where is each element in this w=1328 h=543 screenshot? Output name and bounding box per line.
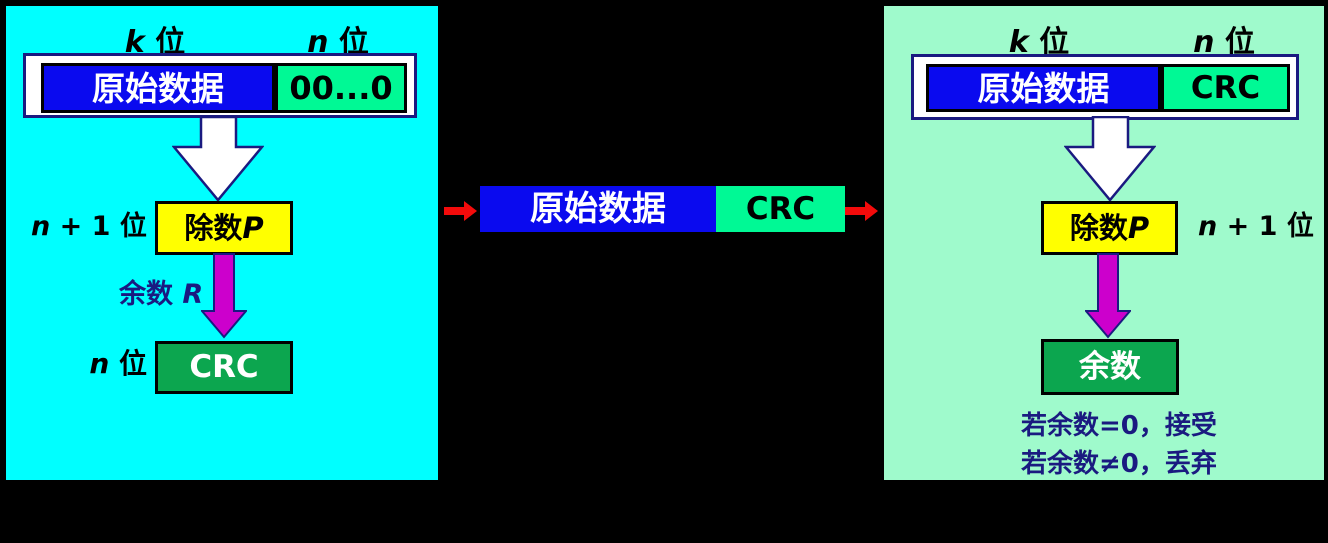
receiver-accept-note: 若余数=0，接受 (1021, 411, 1217, 441)
receiver-remainder-box: 余数 (1041, 339, 1179, 395)
sender-crc-result-box: CRC (155, 341, 293, 394)
receiver-n-bits-label: n 位 (1193, 25, 1255, 60)
sender-down-arrow (172, 116, 264, 202)
sender-n-plus-1-bits-label: n + 1 位 (31, 211, 147, 242)
channel-left-arrow (444, 201, 477, 221)
sender-divisor-box: 除数 P (155, 201, 293, 255)
receiver-k-bits-label: k 位 (1008, 25, 1070, 60)
sender-panel: k 位 n 位 原始数据 00...0 n + 1 位 除数 P 余数 R CR… (2, 2, 442, 484)
receiver-panel: k 位 n 位 原始数据 CRC 除数 P n + 1 位 余数 若余数=0，接… (880, 2, 1328, 484)
sender-remainder-label: 余数 R (119, 279, 204, 310)
sender-crc-n-bits-label: n 位 (89, 347, 147, 380)
receiver-remainder-arrow (1085, 253, 1131, 339)
receiver-down-arrow (1064, 116, 1156, 202)
sender-remainder-arrow (201, 253, 247, 339)
receiver-divisor-box: 除数 P (1041, 201, 1178, 255)
channel-right-arrow (845, 201, 878, 221)
receiver-discard-note: 若余数≠0，丢弃 (1021, 449, 1217, 479)
channel-original-data-box: 原始数据 (480, 186, 716, 232)
receiver-crc-box: CRC (1161, 64, 1290, 112)
receiver-n-plus-1-bits-label: n + 1 位 (1198, 211, 1314, 242)
receiver-original-data-box: 原始数据 (926, 64, 1161, 112)
sender-original-data-box: 原始数据 (41, 63, 275, 113)
channel-crc-box: CRC (716, 186, 845, 232)
sender-zero-padding-box: 00...0 (275, 63, 407, 113)
